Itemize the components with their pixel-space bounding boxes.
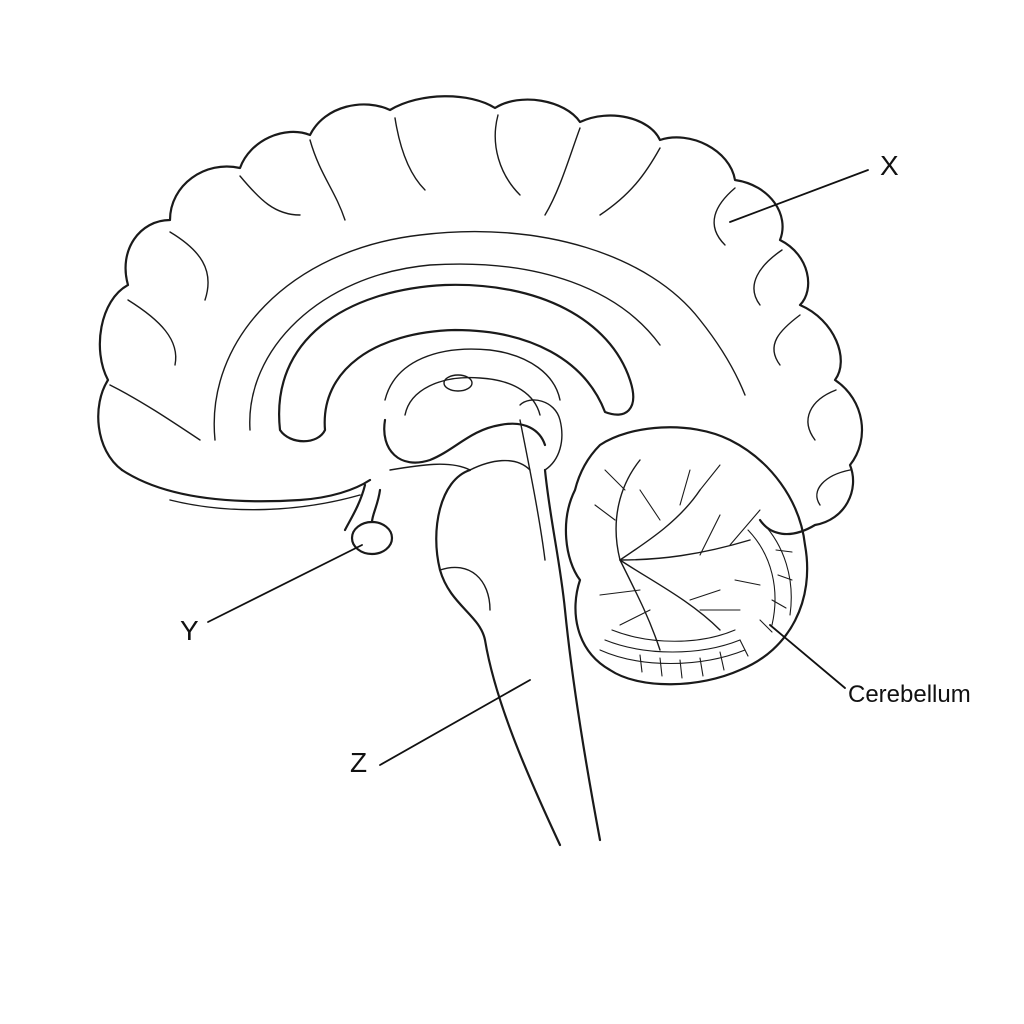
label-x: X [880, 150, 899, 181]
thalamus [383, 418, 547, 464]
cerebrum [97, 95, 864, 536]
label-y: Y [180, 615, 199, 646]
cerebellum [564, 426, 809, 686]
interventricular-foramen [443, 374, 473, 392]
leader-cerebellum [769, 624, 846, 689]
leader-z [379, 679, 531, 766]
leader-x [729, 169, 869, 223]
cingulate-gyrus [213, 230, 746, 441]
corpus-callosum [278, 283, 635, 443]
cerebellum-outline [564, 426, 809, 686]
brainstem [435, 419, 602, 847]
pituitary-gland [350, 520, 394, 556]
cerebrum-underside [120, 468, 372, 503]
pituitary [343, 483, 394, 556]
leader-y [207, 544, 363, 623]
arbor-vitae [619, 489, 701, 561]
brainstem-back [543, 468, 602, 842]
brainstem-front [435, 468, 562, 847]
cerebrum-outline [97, 95, 864, 536]
label-z: Z [350, 747, 367, 778]
label-cerebellum: Cerebellum [848, 681, 971, 708]
